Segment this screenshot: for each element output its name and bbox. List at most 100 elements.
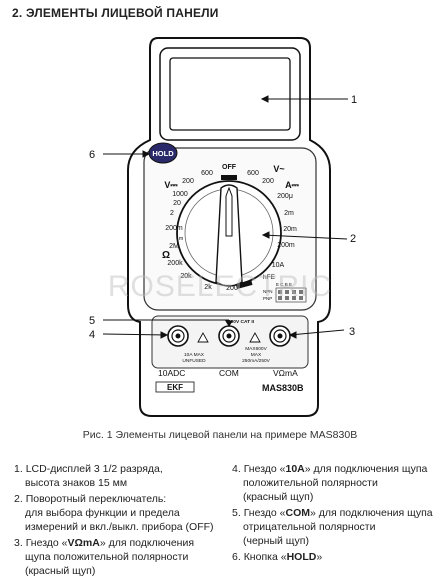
legend-number: 2.	[14, 493, 23, 505]
npn-label: NPN	[263, 289, 273, 294]
jack-label-vomma: VΩmA	[273, 368, 298, 378]
legend-item-5: 5. Гнездо «COM» для подключения щупа отр…	[232, 506, 437, 548]
legend-text: Гнездо «	[25, 537, 68, 549]
callout-line-3	[289, 329, 345, 336]
dial-pointer	[225, 186, 233, 237]
legend-text: измерений и вкл./выкл. прибора (OFF)	[25, 521, 214, 533]
multimeter-diagram: HOLD OFF V⎓ V~ A⎓ Ω 200 600 1000 200m 20…	[89, 37, 357, 417]
dial-range: 1000	[172, 191, 188, 198]
dial-range: 600	[201, 170, 213, 177]
dial-range: 200	[182, 178, 194, 185]
callout-number-2: 2	[350, 233, 356, 245]
legend-text: (красный щуп)	[243, 491, 314, 503]
dial-range: 2M	[169, 243, 179, 250]
legend-number: 4.	[232, 463, 241, 475]
legend-bold: 10A	[285, 463, 305, 475]
legend-item-6: 6. Кнопка «HOLD»	[232, 550, 437, 564]
brand-badge	[155, 381, 195, 393]
legend-number: 5.	[232, 507, 241, 519]
dial-range: 200m	[165, 225, 183, 232]
dial-range: 2	[170, 210, 174, 217]
legend-text: щупа положительной полярности	[25, 551, 189, 563]
jack-com[interactable]	[218, 325, 240, 347]
dial-range-unit: m	[179, 236, 184, 242]
legend-text: (красный щуп)	[25, 565, 96, 577]
legend-text: Гнездо «	[243, 507, 286, 519]
hfe-pins-label: E C B E	[276, 282, 292, 287]
callout-number-4: 4	[89, 329, 95, 341]
legend-item-2: 2. Поворотный переключатель: для выбора …	[14, 492, 224, 534]
callout-number-1: 1	[351, 94, 357, 106]
dial-range: 20k	[180, 273, 192, 280]
fuse-note: UNFUSED	[182, 358, 206, 364]
legend-text: Гнездо «	[243, 463, 286, 475]
jack-10a[interactable]	[167, 325, 189, 347]
jack-vomma[interactable]	[269, 325, 291, 347]
max-note: 250mA/250V	[242, 358, 271, 364]
dial-label-vdc: V⎓	[164, 180, 178, 190]
callout-number-5: 5	[89, 315, 95, 327]
pnp-label: PNP	[263, 296, 272, 301]
legend-text: » для подключения щупа	[304, 463, 428, 475]
model-name: MAS830B	[262, 383, 304, 393]
legend-text: для выбора функции и предела	[25, 507, 180, 519]
callout-number-3: 3	[349, 326, 355, 338]
jack-label-com: COM	[219, 368, 239, 378]
legend-number: 1.	[14, 463, 23, 475]
watermark: ROSELECTRIC	[108, 270, 332, 303]
figure-caption: Рис. 1 Элементы лицевой панели на пример…	[82, 429, 358, 441]
legend-item-4: 4. Гнездо «10A» для подключения щупа пол…	[232, 462, 437, 504]
brand-logo: EKF	[167, 383, 183, 392]
legend-text: отрицательной полярности	[243, 521, 376, 533]
hfe-marker	[235, 279, 253, 289]
legend-text: Поворотный переключатель:	[25, 493, 167, 505]
callout-line-2	[262, 234, 348, 240]
legend-bold: HOLD	[286, 551, 317, 563]
legend-column-left: 1. LCD-дисплей 3 1/2 разряда, высота зна…	[14, 462, 224, 580]
legend-text: »	[316, 551, 323, 563]
legend-number: 3.	[14, 537, 23, 549]
dial-range: 20m	[283, 226, 297, 233]
hfe-label: hFE	[263, 274, 276, 281]
callout-number-6: 6	[89, 149, 95, 161]
dial-label-ohm: Ω	[162, 250, 170, 261]
fuse-note: 10A MAX	[184, 352, 205, 358]
warning-icon	[249, 332, 261, 343]
legend-text: LCD-дисплей 3 1/2 разряда,	[25, 463, 163, 475]
legend-item-1: 1. LCD-дисплей 3 1/2 разряда, высота зна…	[14, 462, 224, 490]
legend-bold: VΩmA	[67, 537, 100, 549]
off-marker	[221, 175, 237, 180]
hold-button-label: HOLD	[152, 149, 174, 158]
legend-text: высота знаков 15 мм	[25, 477, 128, 489]
legend-text: » для подключения щупа	[310, 507, 433, 519]
hfe-socket[interactable]: hFE E C B E NPN PNP	[263, 274, 307, 303]
lcd-display	[169, 57, 291, 131]
dial-range: 200	[262, 178, 274, 185]
max-note: MAX600V	[245, 346, 267, 352]
dial-range: 2k	[204, 284, 212, 291]
callout-line-4	[102, 333, 168, 336]
cat-rating: 600V CAT II	[228, 319, 255, 325]
dial-range: 10A	[272, 262, 285, 269]
legend-item-3: 3. Гнездо «VΩmA» для подключения щупа по…	[14, 536, 224, 578]
dial-range: 200k	[167, 260, 183, 267]
legend-number: 6.	[232, 551, 241, 563]
dial-range: 2m	[284, 210, 294, 217]
hold-button[interactable]: HOLD	[148, 142, 178, 164]
dial-label-adc: A⎓	[285, 180, 299, 190]
warning-icon	[197, 332, 209, 343]
legend-text: положительной полярности	[243, 477, 378, 489]
dial-label-vac: V~	[273, 164, 284, 174]
max-note: MAX	[251, 352, 262, 358]
legend-text: Кнопка «	[243, 551, 287, 563]
dial-range: 200	[226, 285, 238, 292]
legend-column-right: 4. Гнездо «10A» для подключения щупа пол…	[232, 462, 437, 566]
dial-range: 200m	[277, 242, 295, 249]
dial-label-off: OFF	[222, 164, 237, 171]
dial-range: 600	[247, 170, 259, 177]
dial-range: 200μ	[277, 193, 293, 200]
rotary-switch[interactable]	[176, 180, 282, 287]
section-heading: 2. ЭЛЕМЕНТЫ ЛИЦЕВОЙ ПАНЕЛИ	[12, 6, 219, 20]
legend-text: (черный щуп)	[243, 535, 309, 547]
legend-bold: COM	[285, 507, 311, 519]
